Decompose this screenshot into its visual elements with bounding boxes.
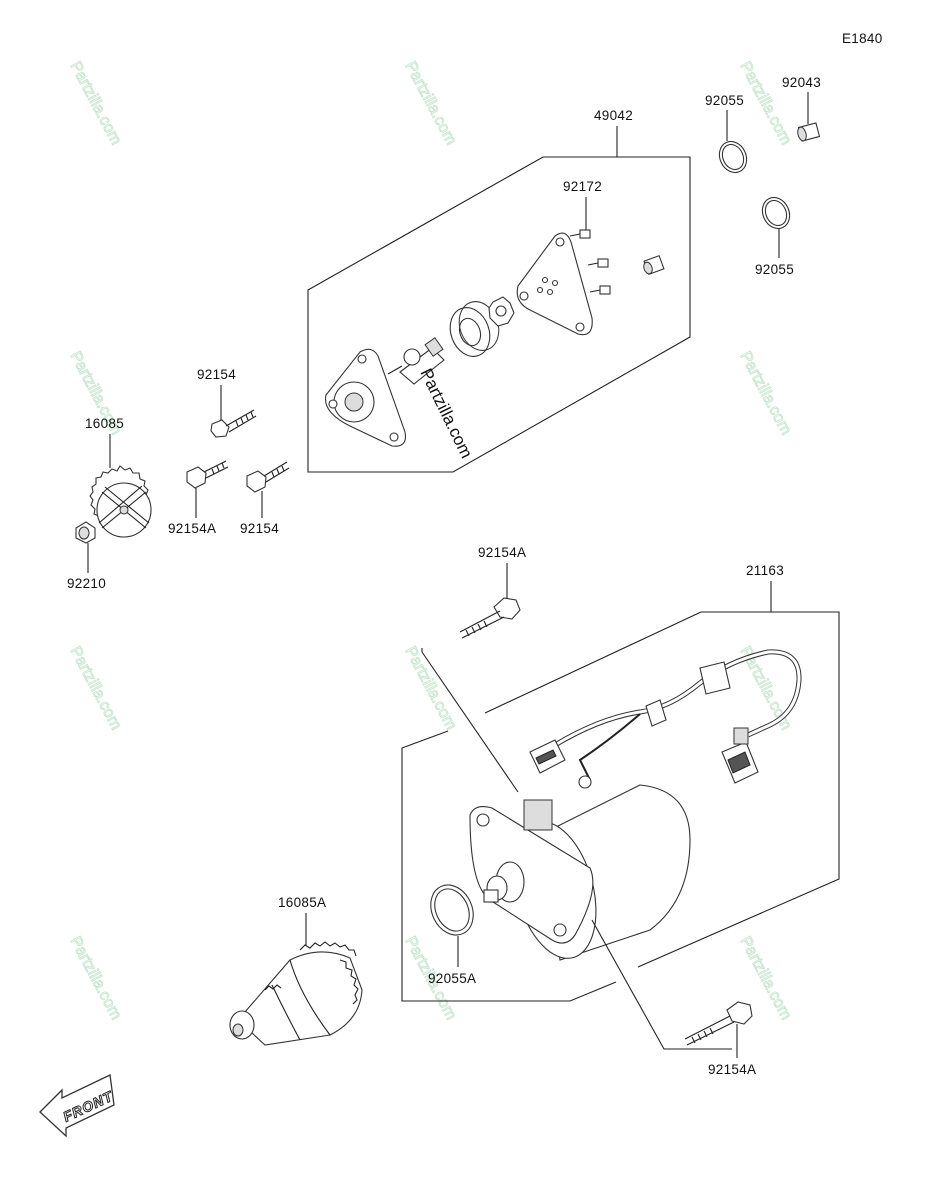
kit-49042-box bbox=[307, 156, 691, 473]
bolt-92154A-left bbox=[186, 460, 229, 489]
callout-92154A-bot[interactable]: 92154A bbox=[708, 1062, 756, 1077]
wire-harness bbox=[553, 649, 802, 789]
bolt-92154A-mid bbox=[459, 597, 521, 639]
bolt-92154-a bbox=[210, 409, 257, 438]
starter-mounting-plate bbox=[516, 232, 593, 336]
callout-16085A[interactable]: 16085A bbox=[278, 895, 326, 910]
planet-gear bbox=[488, 296, 515, 327]
bolt-92154-b bbox=[246, 461, 290, 493]
callout-92055A[interactable]: 92055A bbox=[428, 971, 476, 986]
watermark: Partzilla.com bbox=[66, 934, 124, 1023]
callout-92154-b[interactable]: 92154 bbox=[240, 521, 279, 536]
watermark: Partzilla.com bbox=[401, 59, 459, 148]
callout-21163[interactable]: 21163 bbox=[746, 563, 784, 578]
o-ring-92055A-inner bbox=[434, 888, 470, 932]
callout-16085[interactable]: 16085 bbox=[85, 416, 124, 431]
planetary-ring-gear bbox=[449, 301, 500, 357]
starter-end-cover bbox=[324, 348, 407, 447]
watermark: Partzilla.com bbox=[736, 349, 794, 438]
o-ring-92055-top-inner bbox=[721, 143, 745, 171]
bolt-92154A-bottom bbox=[684, 1001, 753, 1046]
watermark: Partzilla.com bbox=[66, 59, 124, 148]
collar-92043 bbox=[797, 122, 821, 142]
watermark: Partzilla.com bbox=[736, 59, 794, 148]
connector-left bbox=[529, 739, 566, 774]
starter-clutch-16085A bbox=[229, 941, 363, 1046]
o-ring-92055-mid-inner bbox=[764, 199, 788, 227]
leader-bolt-bottom bbox=[591, 919, 732, 1050]
callout-92154-a[interactable]: 92154 bbox=[197, 367, 236, 382]
connector-right bbox=[721, 727, 759, 784]
callout-92043[interactable]: 92043 bbox=[782, 75, 821, 90]
callout-92172[interactable]: 92172 bbox=[563, 179, 602, 194]
callout-92055-mid[interactable]: 92055 bbox=[755, 262, 794, 277]
callout-92154A-mid[interactable]: 92154A bbox=[478, 545, 526, 560]
bushing bbox=[643, 254, 665, 276]
screw-92172 bbox=[569, 229, 611, 295]
watermark: Partzilla.com bbox=[66, 644, 124, 733]
brush-holder bbox=[387, 337, 445, 385]
callout-92154A-left[interactable]: 92154A bbox=[168, 521, 216, 536]
sprocket-16085 bbox=[89, 465, 152, 538]
callout-92210[interactable]: 92210 bbox=[67, 576, 106, 591]
watermark: Partzilla.com bbox=[401, 644, 459, 733]
leader-bolt-top bbox=[421, 651, 519, 793]
callout-92055-top[interactable]: 92055 bbox=[705, 93, 744, 108]
diagram-code: E1840 bbox=[842, 31, 883, 46]
front-arrow-icon: FRONT bbox=[39, 1074, 116, 1138]
starter-box-left bbox=[401, 730, 617, 1002]
nut-92210 bbox=[75, 521, 96, 544]
starter-box-top bbox=[484, 611, 702, 714]
starter-box-right bbox=[637, 611, 840, 968]
callout-49042[interactable]: 49042 bbox=[594, 108, 633, 123]
starter-motor bbox=[469, 784, 691, 961]
watermark-inner: Partzilla.com bbox=[416, 365, 476, 461]
